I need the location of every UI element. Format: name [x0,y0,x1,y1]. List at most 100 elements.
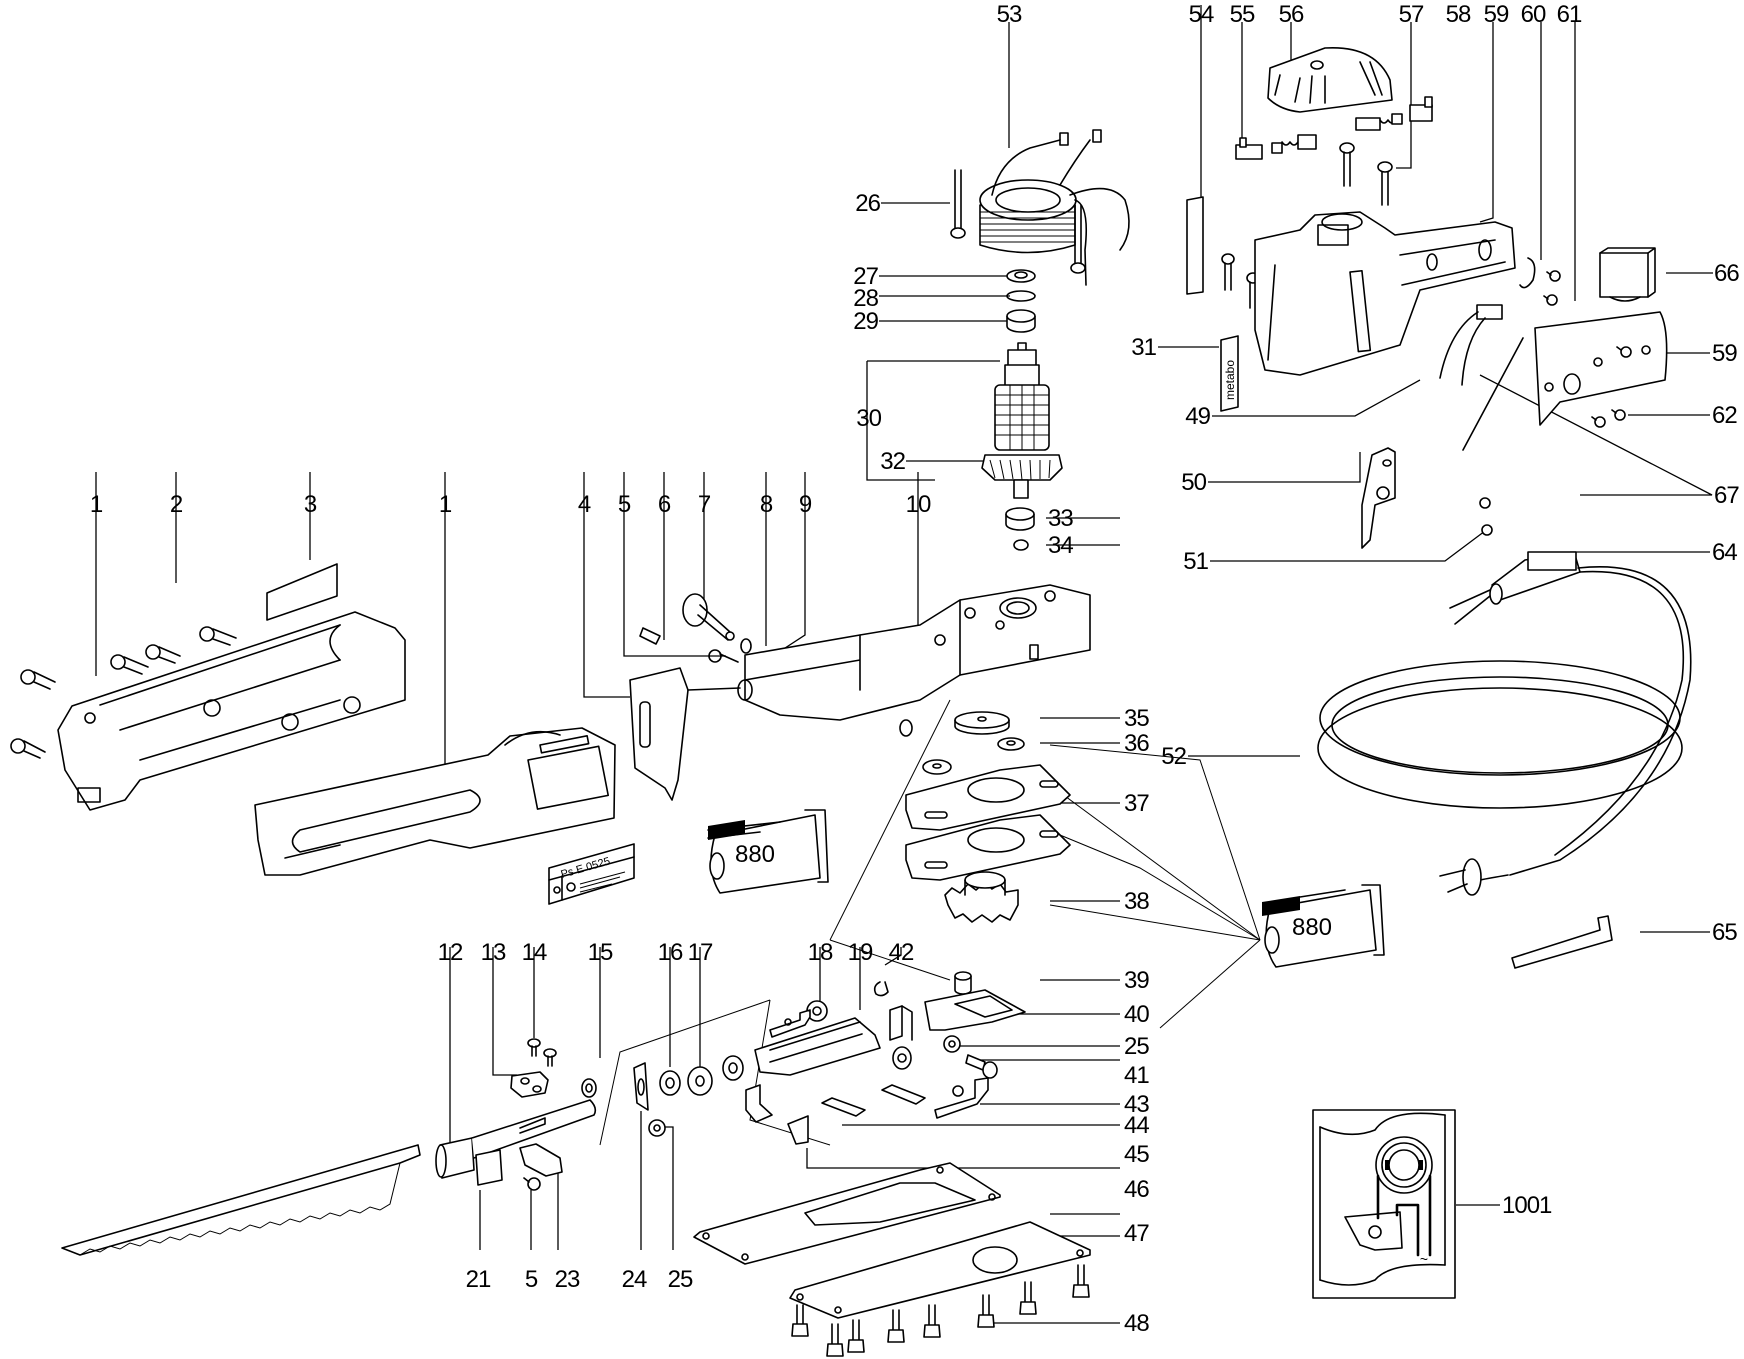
part-10-gear-housing [737,584,1091,721]
callout-13: 13 [480,939,507,966]
part-61-screws [1543,270,1561,306]
callout-5-bottom: 5 [524,1266,538,1293]
leader-lines [95,5,1713,1324]
callout-6: 6 [657,491,671,518]
part-3-label [266,563,338,621]
part-washer-left [922,759,952,775]
callout-28: 28 [853,285,879,312]
callout-12: 12 [437,939,464,966]
part-8-washer [740,638,752,654]
callout-57: 57 [1398,1,1425,28]
callout-1-housing-left: 1 [89,491,103,518]
part-59-motor-housing [1254,211,1516,376]
part-33-bearing [1005,507,1035,531]
callout-47: 47 [1124,1220,1150,1247]
callout-1-housing-right: 1 [438,491,452,518]
part-19-slider [754,1017,881,1076]
callout-34: 34 [1048,532,1074,559]
grease-tube-right: 880 [1262,884,1385,968]
part-54-strip [1186,196,1204,295]
callout-55: 55 [1229,1,1256,28]
part-67-wire [1462,337,1524,451]
part-65-hex-key [1511,915,1613,969]
callout-65: 65 [1712,919,1738,946]
part-51-screws [1479,497,1493,536]
callout-37: 37 [1124,790,1150,817]
part-59-handle-cover [1534,311,1668,426]
callout-26: 26 [855,190,881,217]
part-37-plates [905,764,1071,881]
callout-19: 19 [847,939,874,966]
callout-33: 33 [1048,505,1074,532]
callout-18: 18 [807,939,834,966]
part-17-bearing [687,1066,713,1096]
callout-49: 49 [1185,403,1211,430]
callout-51: 51 [1183,548,1209,575]
part-18-washer [806,1000,828,1022]
part-washer-small [899,719,913,737]
part-30-armature [981,342,1063,499]
part-washer-plunger [581,1078,597,1098]
callout-30: 30 [856,405,882,432]
part-58-screws [1221,142,1393,309]
part-40-rocker-plate [889,989,1026,1041]
grease-tube-right-text: 880 [1292,914,1332,941]
part-bearing-extra [722,1055,744,1081]
callout-45: 45 [1124,1141,1150,1168]
part-64-cord-sleeve [1449,551,1581,625]
part-25-washer-right [943,1035,961,1053]
callout-29: 29 [853,308,879,335]
part-47-base-plate [789,1221,1091,1319]
part-46-gasket [693,1162,1001,1265]
callout-61: 61 [1556,1,1583,28]
callout-23: 23 [554,1266,581,1293]
saw-blade [61,1144,421,1256]
part-52-power-cord [1317,566,1692,896]
part-49-cable-lead [1439,304,1503,386]
callout-43: 43 [1124,1091,1150,1118]
callout-5-top: 5 [617,491,631,518]
callout-31: 31 [1131,334,1157,361]
part-12-plunger [435,1099,597,1179]
callout-50: 50 [1181,469,1207,496]
part-48-screws [791,1264,1090,1357]
callout-66: 66 [1714,260,1740,287]
callout-64: 64 [1712,539,1738,566]
part-29-bearing [1006,309,1036,333]
callout-62: 62 [1712,402,1738,429]
part-1-housing-right [254,727,616,876]
part-60-cable-clamp [1519,257,1536,289]
callout-60: 60 [1520,1,1547,28]
part-41-pin [965,1054,998,1079]
callout-67: 67 [1714,482,1740,509]
callout-1001: 1001 [1502,1192,1552,1219]
part-21-clamp [475,1149,503,1186]
callout-7: 7 [697,491,711,518]
callout-59-right: 59 [1712,340,1738,367]
part-6-pin [639,627,661,645]
part-5-screw-top [708,649,739,663]
callout-3: 3 [303,491,317,518]
callout-25-bottom: 25 [667,1266,694,1293]
callout-36: 36 [1124,730,1150,757]
part-44-felt-strips [821,1084,926,1117]
callout-32: 32 [880,448,906,475]
part-2-screws [10,626,237,759]
part-53-field-coil [979,129,1130,286]
callout-54: 54 [1188,1,1215,28]
part-43-bracket [934,1077,989,1119]
part-1001-wiring-inset: ~ [1312,1109,1456,1299]
part-28-spring-washer [1006,290,1036,302]
part-15-nameplate: Ps E 0525 [548,843,635,905]
part-bracket-18 [769,1009,811,1038]
part-38-gear [944,871,1019,923]
callout-38: 38 [1124,888,1150,915]
callout-17: 17 [687,939,714,966]
part-62-screws [1591,346,1632,428]
part-4-guide-plate [629,667,741,801]
part-31-brand-label: metabo [1220,335,1239,412]
callout-48: 48 [1124,1310,1150,1337]
part-7-eccentric-shaft [682,593,735,641]
